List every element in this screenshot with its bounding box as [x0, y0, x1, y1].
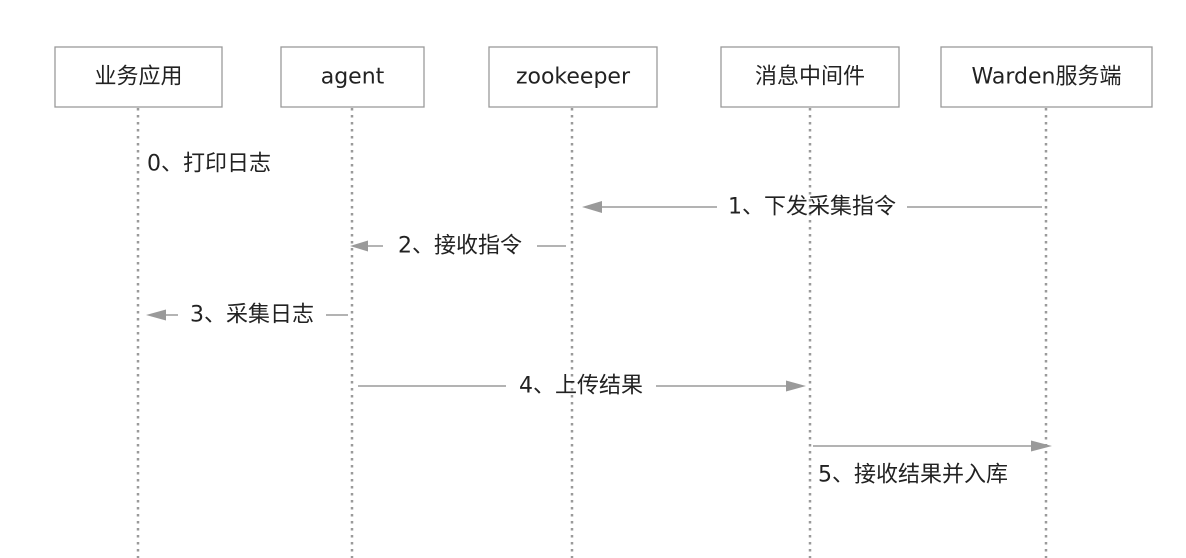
participant-label: 消息中间件	[755, 65, 865, 90]
participant-warden-server: Warden服务端	[940, 46, 1153, 108]
message-label: 5、接收结果并入库	[818, 463, 1008, 488]
arrowhead-left	[350, 240, 368, 252]
participant-label: agent	[321, 65, 385, 90]
message-4: 4、上传结果	[358, 374, 806, 399]
participant-message-middleware: 消息中间件	[720, 46, 900, 108]
message-label: 4、上传结果	[519, 374, 643, 399]
participant-box	[488, 46, 658, 108]
participant-business-app: 业务应用	[54, 46, 223, 108]
participant-label: 业务应用	[94, 65, 182, 90]
participant-label: Warden服务端	[972, 65, 1122, 90]
arrowhead-left	[146, 309, 166, 321]
participant-box	[280, 46, 425, 108]
message-1: 1、下发采集指令	[582, 195, 1042, 220]
message-2: 2、接收指令	[350, 234, 566, 259]
arrowhead-right	[1031, 440, 1052, 452]
message-label: 2、接收指令	[398, 234, 522, 259]
arrowhead-left	[582, 201, 602, 213]
arrowhead-right	[786, 380, 806, 392]
message-label: 1、下发采集指令	[728, 195, 896, 220]
participant-label: zookeeper	[516, 65, 631, 90]
participant-box	[54, 46, 223, 108]
message-5: 5、接收结果并入库	[813, 440, 1052, 488]
message-0: 0、打印日志	[147, 152, 271, 177]
message-3: 3、采集日志	[146, 303, 348, 328]
participant-box	[720, 46, 900, 108]
participant-box	[940, 46, 1153, 108]
participant-agent: agent	[280, 46, 425, 108]
message-label: 0、打印日志	[147, 152, 271, 177]
message-label: 3、采集日志	[190, 303, 314, 328]
participant-zookeeper: zookeeper	[488, 46, 658, 108]
